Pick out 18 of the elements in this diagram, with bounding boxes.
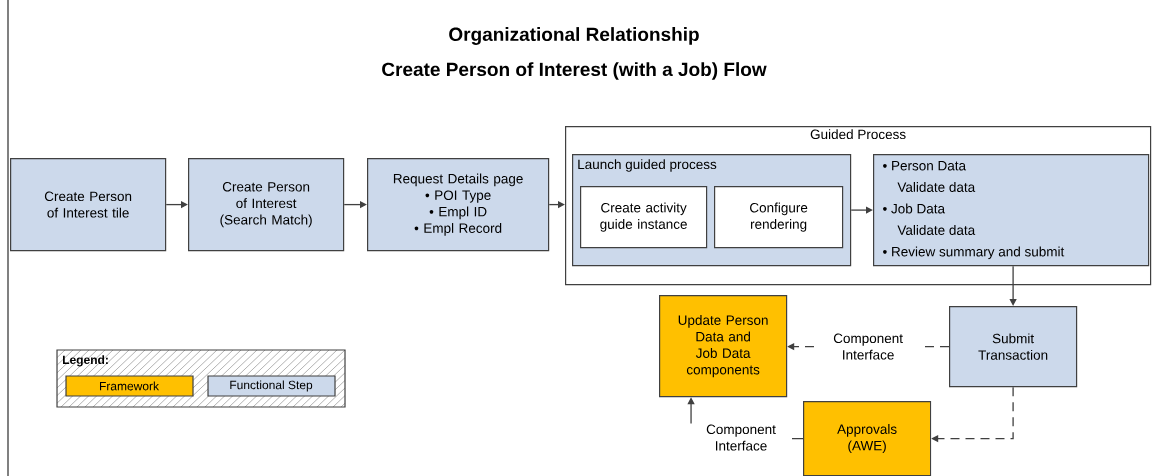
legend-label: Framework — [100, 381, 160, 391]
process-box: • Person Data Validate data • Job Data Validate data • Review summary and submit — [873, 154, 1150, 267]
process-box: Create Person of Interest (Search Match) — [188, 158, 345, 252]
process-box: Create Person of Interest tile — [10, 158, 167, 252]
process-box: Create activity guide instance — [580, 186, 708, 249]
legend-title: Legend: — [63, 355, 108, 367]
process-box: Submit Transaction — [949, 306, 1078, 388]
arrow — [1009, 265, 1017, 306]
arrow — [850, 206, 873, 214]
edge-label: Component Interface — [690, 423, 792, 452]
title: Organizational Relationship — [449, 27, 699, 45]
process-box: Update Person Data and Job Data components — [659, 295, 788, 398]
process-box: Request Details page • POI Type • Empl ID • Empl Record — [367, 158, 550, 252]
subtitle: Create Person of Interest (with a Job) Flow — [382, 62, 767, 80]
legend-label: Functional Step — [230, 380, 313, 392]
edge-label: Component Interface — [817, 332, 920, 361]
process-box: Configure rendering — [714, 186, 844, 249]
process-box: Approvals (AWE) — [803, 401, 932, 476]
